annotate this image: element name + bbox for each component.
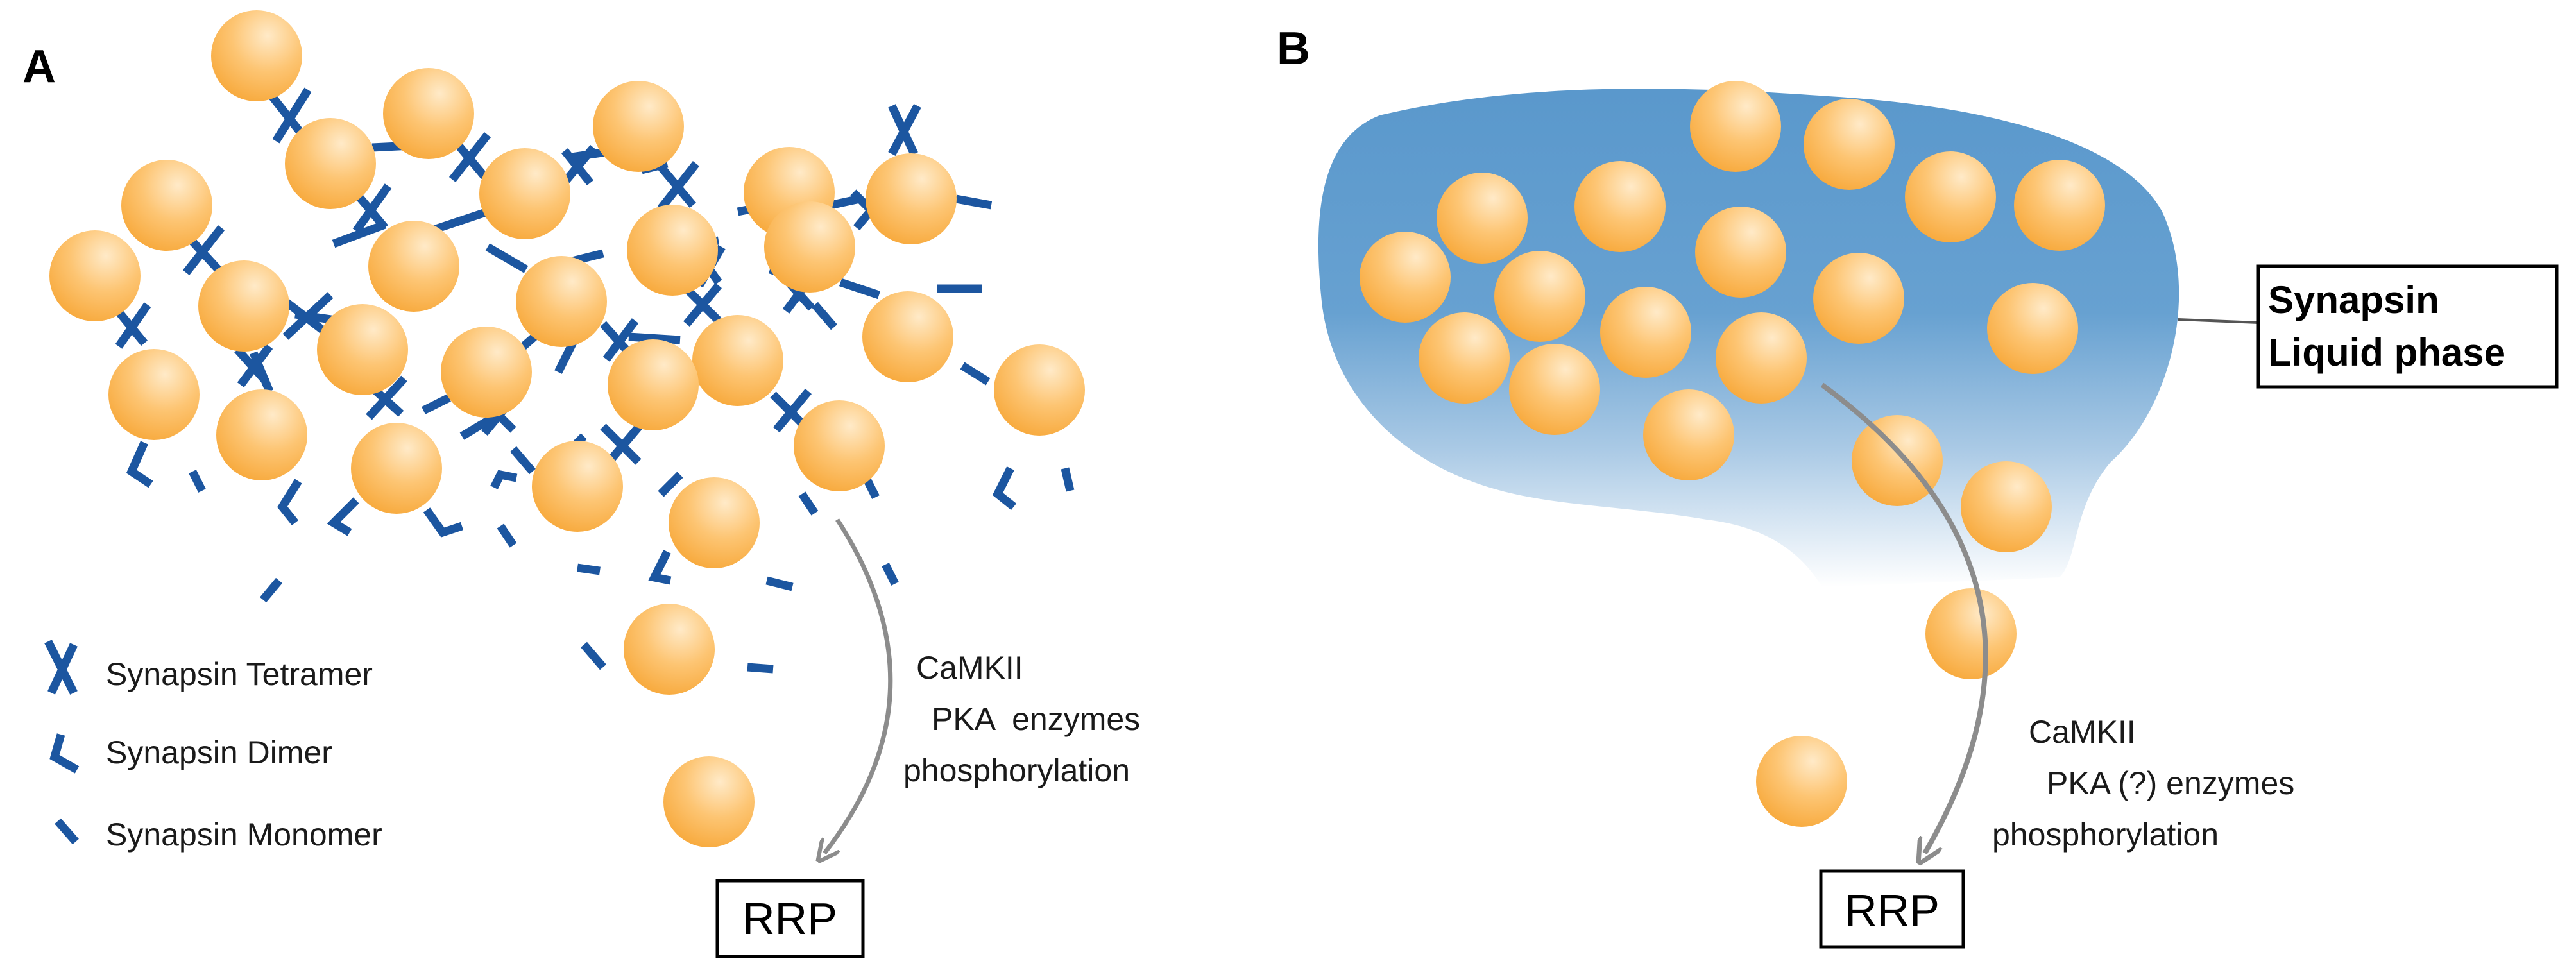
vesicle [593, 81, 684, 172]
legend: Synapsin Tetramer Synapsin Dimer Synapsi… [44, 640, 382, 853]
vesicle [663, 756, 755, 847]
panel-b-label: B [1277, 23, 1310, 74]
vesicle [49, 230, 141, 321]
release-arrow-b [1820, 382, 1988, 853]
vesicle [1494, 251, 1585, 342]
vesicle [1852, 415, 1943, 506]
phase-label-box [2256, 264, 2559, 389]
vesicle [1813, 253, 1904, 344]
legend-monomer-label: Synapsin Monomer [106, 817, 382, 853]
vesicle [216, 389, 307, 480]
vesicle [1905, 151, 1996, 242]
rrp-box-b [1819, 869, 1965, 949]
rrp-box-a [715, 879, 865, 958]
panel-a-label: A [22, 41, 56, 92]
vesicle [198, 260, 289, 352]
vesicle [211, 10, 302, 101]
panel-b: B Synap [1277, 23, 2559, 949]
rrp-label-a: RRP [742, 894, 837, 944]
panel-a: A [22, 10, 1140, 958]
panel-a-vesicles [49, 10, 1085, 847]
vesicle [1695, 207, 1786, 298]
phase-label-line-1: Synapsin [2268, 278, 2439, 321]
vesicle [108, 349, 200, 440]
vesicle [1690, 81, 1781, 172]
phase-label-line-2: Liquid phase [2268, 331, 2505, 374]
vesicle [479, 148, 570, 239]
legend-tetramer-icon [44, 640, 78, 695]
vesicle [441, 327, 532, 418]
vesicle [351, 423, 442, 514]
enzyme-line-3-b: phosphorylation [1992, 817, 2219, 853]
vesicle [627, 205, 718, 296]
vesicle [862, 291, 953, 382]
vesicle [866, 153, 957, 244]
release-arrow-a [824, 518, 893, 853]
vesicle [121, 160, 212, 251]
vesicle [1925, 588, 2017, 679]
vesicle [1360, 232, 1451, 323]
vesicle [794, 400, 885, 491]
vesicle [1437, 173, 1528, 264]
phase-label-pointer [2178, 318, 2259, 324]
legend-tetramer-label: Synapsin Tetramer [106, 656, 373, 692]
vesicle [516, 256, 607, 347]
legend-dimer-label: Synapsin Dimer [106, 735, 332, 770]
vesicle [1643, 389, 1734, 480]
vesicle [317, 304, 408, 395]
vesicle [285, 118, 376, 209]
vesicle [1509, 344, 1600, 435]
vesicle [994, 344, 1085, 436]
enzyme-line-2-b: PKA (?) enzymes [2047, 765, 2294, 801]
vesicle [1961, 461, 2052, 552]
vesicle [1756, 736, 1847, 827]
vesicle [1804, 99, 1895, 190]
vesicle [669, 477, 760, 568]
enzyme-line-1-a: CaMKII [916, 650, 1023, 686]
vesicle [1419, 312, 1510, 404]
vesicle [1574, 161, 1666, 252]
vesicle [1987, 283, 2078, 374]
enzyme-line-2-a: PKA enzymes [932, 701, 1140, 737]
vesicle [532, 441, 623, 532]
rrp-label-b: RRP [1845, 885, 1940, 935]
vesicle [383, 68, 474, 159]
legend-dimer-icon [49, 733, 80, 774]
vesicle [764, 201, 855, 293]
enzyme-line-3-a: phosphorylation [903, 752, 1130, 788]
vesicle [368, 221, 459, 312]
panel-b-vesicles [1360, 81, 2105, 827]
vesicle [624, 604, 715, 695]
vesicle [1600, 287, 1691, 378]
enzyme-line-1-b: CaMKII [2029, 714, 2136, 750]
vesicle [1716, 312, 1807, 404]
vesicle [2014, 160, 2105, 251]
vesicle [692, 315, 783, 406]
legend-monomer-icon [55, 818, 79, 845]
vesicle [608, 339, 699, 430]
